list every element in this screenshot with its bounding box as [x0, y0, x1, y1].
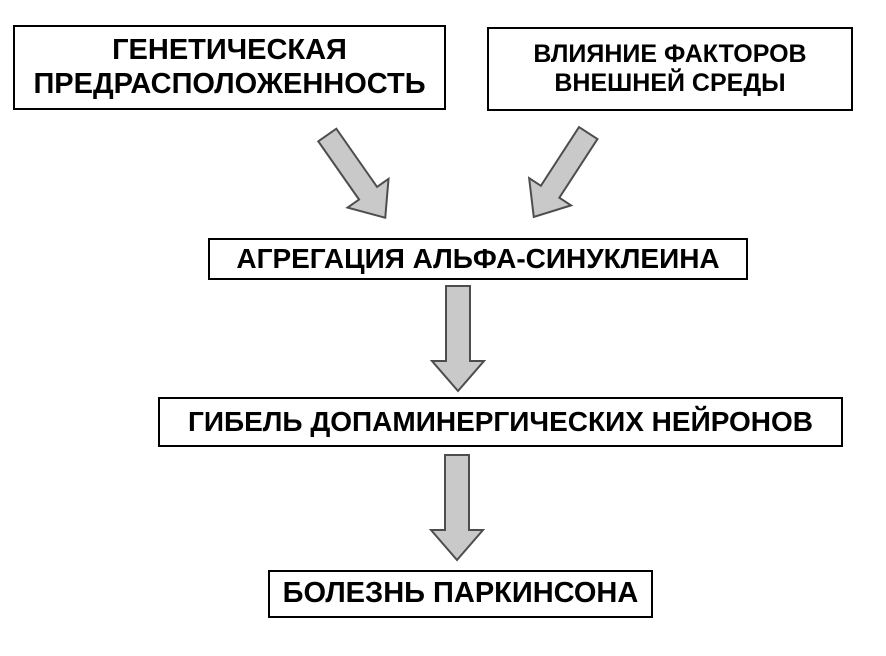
node-genetic-predisposition: ГЕНЕТИЧЕСКАЯ ПРЕДРАСПОЛОЖЕННОСТЬ: [13, 25, 446, 110]
node-parkinsons-disease-label: БОЛЕЗНЬ ПАРКИНСОНА: [282, 577, 639, 610]
down-arrow-aggregation-to-neuron-death: [429, 285, 487, 393]
diagonal-arrow-genetic-to-aggregation: [316, 127, 390, 220]
diagonal-arrow-environment-to-aggregation: [527, 125, 599, 219]
node-dopaminergic-neuron-death: ГИБЕЛЬ ДОПАМИНЕРГИЧЕСКИХ НЕЙРОНОВ: [158, 397, 843, 447]
node-genetic-predisposition-label: ГЕНЕТИЧЕСКАЯ ПРЕДРАСПОЛОЖЕННОСТЬ: [33, 34, 426, 100]
node-alpha-synuclein-aggregation-label: АГРЕГАЦИЯ АЛЬФА-СИНУКЛЕИНА: [236, 242, 720, 274]
node-parkinsons-disease: БОЛЕЗНЬ ПАРКИНСОНА: [268, 570, 653, 618]
node-environmental-factors: ВЛИЯНИЕ ФАКТОРОВ ВНЕШНЕЙ СРЕДЫ: [487, 27, 853, 111]
down-arrow-neuron-death-to-parkinsons: [428, 454, 486, 562]
node-dopaminergic-neuron-death-label: ГИБЕЛЬ ДОПАМИНЕРГИЧЕСКИХ НЕЙРОНОВ: [187, 405, 813, 437]
node-alpha-synuclein-aggregation: АГРЕГАЦИЯ АЛЬФА-СИНУКЛЕИНА: [208, 238, 748, 280]
node-environmental-factors-label: ВЛИЯНИЕ ФАКТОРОВ ВНЕШНЕЙ СРЕДЫ: [533, 40, 807, 97]
